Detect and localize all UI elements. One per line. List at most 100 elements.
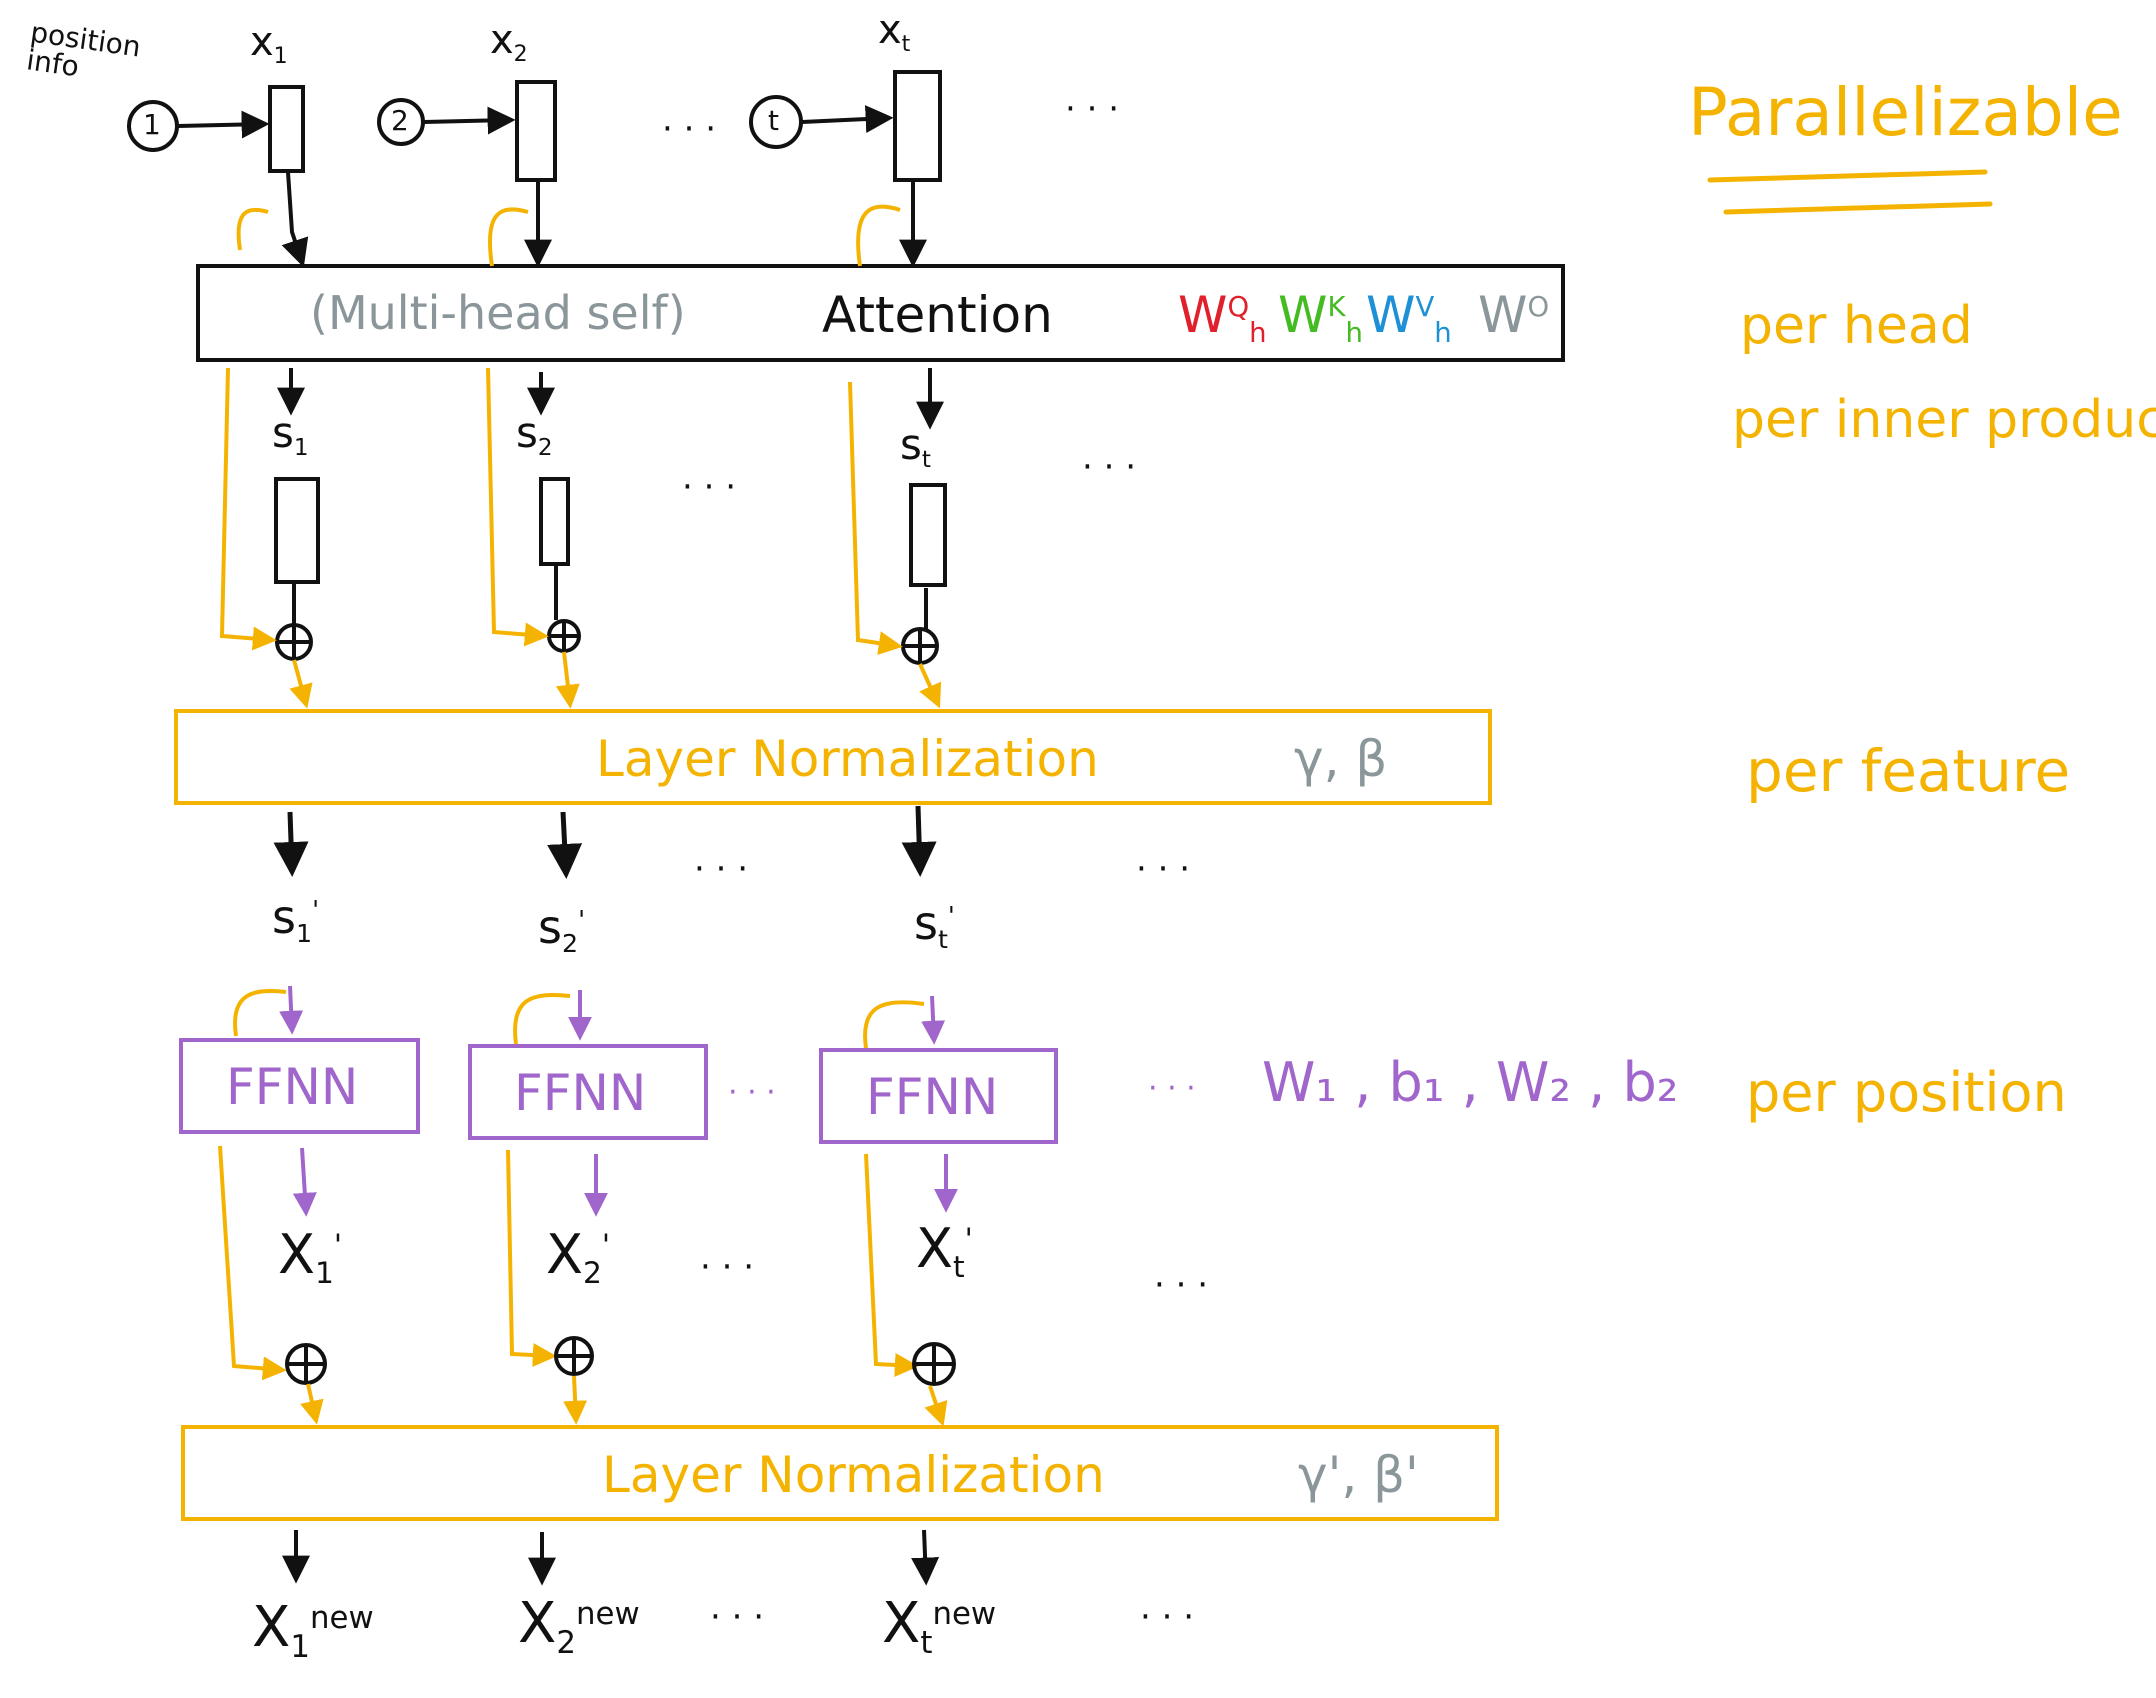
s-label-1: s1 bbox=[272, 408, 309, 462]
ffnn-hook-1 bbox=[233, 989, 287, 1037]
ffnn-in-arrow-1 bbox=[279, 985, 304, 1035]
plus-ln-arrow-2 bbox=[555, 651, 580, 709]
annotation-parallelizable: Parallelizable bbox=[1688, 74, 2123, 151]
x-prime-label-t: Xt' bbox=[916, 1217, 973, 1286]
ln1-arrow-2 bbox=[547, 811, 583, 879]
plus2-1 bbox=[285, 1343, 327, 1385]
residual-ffnn-t bbox=[864, 1153, 919, 1377]
x-new-label-2: X2new bbox=[518, 1591, 640, 1661]
plus-t bbox=[901, 627, 939, 665]
in-arrow-1 bbox=[281, 171, 309, 268]
residual-ffnn-2 bbox=[506, 1149, 557, 1368]
ffnn-in-arrow-t bbox=[921, 995, 946, 1045]
s-prime-label-1: s1' bbox=[272, 890, 320, 948]
attention-title: Attention bbox=[822, 286, 1053, 344]
residual-attn-1 bbox=[219, 367, 277, 651]
ellipsis-xnew-mid: · · · bbox=[710, 1597, 765, 1637]
layer-norm-1-params: γ, β bbox=[1294, 730, 1388, 788]
layer-norm-2-box bbox=[181, 1425, 1499, 1521]
attention-prefix: (Multi-head self) bbox=[310, 286, 686, 340]
residual-attn-2 bbox=[486, 367, 549, 647]
plus-1 bbox=[275, 623, 313, 661]
input-vector-2 bbox=[515, 80, 557, 182]
plus-2 bbox=[547, 619, 581, 653]
pos-arrow-t bbox=[801, 105, 894, 134]
plus2-ln-arrow-1 bbox=[300, 1383, 324, 1425]
position-number-2: 2 bbox=[391, 104, 409, 137]
ffnn-box-2 bbox=[468, 1044, 708, 1140]
ln1-arrow-1 bbox=[273, 811, 309, 877]
residual-ffnn-1 bbox=[218, 1145, 287, 1381]
position-number-1: 1 bbox=[143, 108, 161, 141]
ffnn-params: W₁ , b₁ , W₂ , b₂ bbox=[1262, 1051, 1679, 1114]
annotation-per-inner-product: per inner product bbox=[1732, 390, 2156, 450]
ellipsis-s-mid: · · · bbox=[682, 467, 737, 507]
ffnn-hook-2 bbox=[513, 992, 571, 1045]
residual-hook-1 bbox=[236, 207, 269, 251]
residual-hook-2 bbox=[487, 207, 529, 267]
attention-box bbox=[196, 264, 1565, 362]
layer-norm-1-label: Layer Normalization bbox=[596, 730, 1099, 788]
ellipsis-inputs-end: · · · bbox=[1065, 89, 1120, 129]
input-vector-t bbox=[893, 70, 942, 182]
ffnn-label-1: FFNN bbox=[226, 1058, 359, 1116]
x-new-label-1: X1new bbox=[252, 1595, 374, 1665]
ellipsis-inputs-mid: · · · bbox=[662, 109, 717, 149]
ellipsis-xnew-end: · · · bbox=[1140, 1597, 1195, 1637]
pos-arrow-2 bbox=[423, 106, 516, 135]
layer-norm-2-params: γ', β' bbox=[1298, 1446, 1419, 1504]
ffnn-hook-t bbox=[863, 1000, 925, 1049]
plus2-2 bbox=[554, 1336, 594, 1376]
plus2-t bbox=[912, 1342, 956, 1386]
pos-arrow-1 bbox=[177, 110, 270, 139]
ellipsis-sprime-mid: · · · bbox=[694, 849, 749, 889]
ellipsis-xprime-end: · · · bbox=[1154, 1265, 1209, 1305]
plus-ln-arrow-1 bbox=[289, 659, 313, 709]
input-label-t: xt bbox=[878, 7, 911, 57]
ellipsis-ffnn-end: · · · bbox=[1148, 1071, 1196, 1106]
x-prime-label-2: X2' bbox=[546, 1223, 611, 1292]
s-label-2: s2 bbox=[516, 408, 553, 462]
ellipsis-sprime-end: · · · bbox=[1136, 849, 1191, 889]
plus-ln-arrow-t bbox=[918, 663, 942, 709]
residual-hook-t bbox=[856, 204, 901, 267]
parallelizable-underline bbox=[1707, 169, 1993, 215]
position-circle-2 bbox=[377, 98, 425, 146]
x-new-label-t: Xtnew bbox=[882, 1591, 997, 1661]
s-prime-label-t: st' bbox=[914, 896, 955, 954]
annotation-per-head: per head bbox=[1740, 296, 1973, 356]
ellipsis-ffnn-mid: · · · bbox=[728, 1075, 776, 1110]
x-prime-label-1: X1' bbox=[278, 1223, 343, 1292]
annotation-per-position: per position bbox=[1746, 1061, 2067, 1124]
position-number-t: t bbox=[768, 104, 779, 137]
input-label-1: x1 bbox=[250, 19, 288, 69]
ffnn-box-t bbox=[819, 1048, 1058, 1144]
position-circle-1 bbox=[127, 100, 179, 152]
s-prime-label-2: s2' bbox=[538, 900, 586, 958]
attention-param-wk: WKh bbox=[1278, 286, 1363, 349]
s-label-t: st bbox=[900, 420, 931, 474]
residual-attn-t bbox=[848, 381, 903, 656]
input-vector-1 bbox=[268, 85, 305, 173]
annotation-per-feature: per feature bbox=[1746, 737, 2071, 805]
s-vector-t bbox=[909, 483, 947, 587]
ffnn-label-t: FFNN bbox=[866, 1068, 999, 1126]
attention-param-wv: WVh bbox=[1366, 286, 1452, 349]
ffnn-box-1 bbox=[179, 1038, 420, 1134]
input-label-2: x2 bbox=[490, 17, 528, 67]
position-circle-t bbox=[749, 95, 803, 149]
attention-param-wo: WO bbox=[1478, 286, 1550, 344]
ffnn-out-arrow-1 bbox=[292, 1147, 317, 1217]
plus2-ln-arrow-t bbox=[924, 1385, 948, 1427]
ellipsis-xprime-mid: · · · bbox=[700, 1247, 755, 1287]
attention-param-wq: WQh bbox=[1178, 286, 1267, 349]
s-vector-2 bbox=[539, 477, 570, 566]
ln1-arrow-t bbox=[901, 805, 937, 877]
ffnn-label-2: FFNN bbox=[514, 1064, 647, 1122]
layer-norm-2-label: Layer Normalization bbox=[602, 1446, 1105, 1504]
ellipsis-s-end: · · · bbox=[1082, 447, 1137, 487]
plus2-ln-arrow-2 bbox=[563, 1375, 588, 1425]
s-vector-1 bbox=[274, 477, 320, 584]
